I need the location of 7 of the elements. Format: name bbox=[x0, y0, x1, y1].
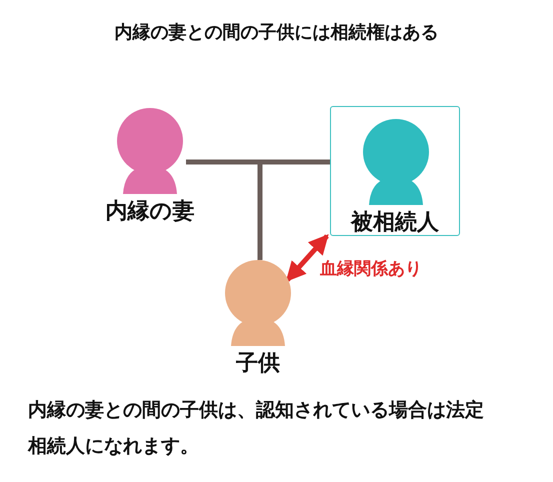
person-box bbox=[330, 106, 460, 236]
person-label: 被相続人 bbox=[349, 209, 440, 237]
title: 内縁の妻との間の子供には相続権はある bbox=[114, 21, 440, 44]
person-label: 内縁の妻 bbox=[104, 198, 196, 226]
double-arrow bbox=[286, 234, 329, 282]
caption: 内縁の妻との間の子供は、認知されている場合は法定相続人になれます。 bbox=[28, 398, 485, 459]
person-label: 子供 bbox=[235, 350, 281, 378]
